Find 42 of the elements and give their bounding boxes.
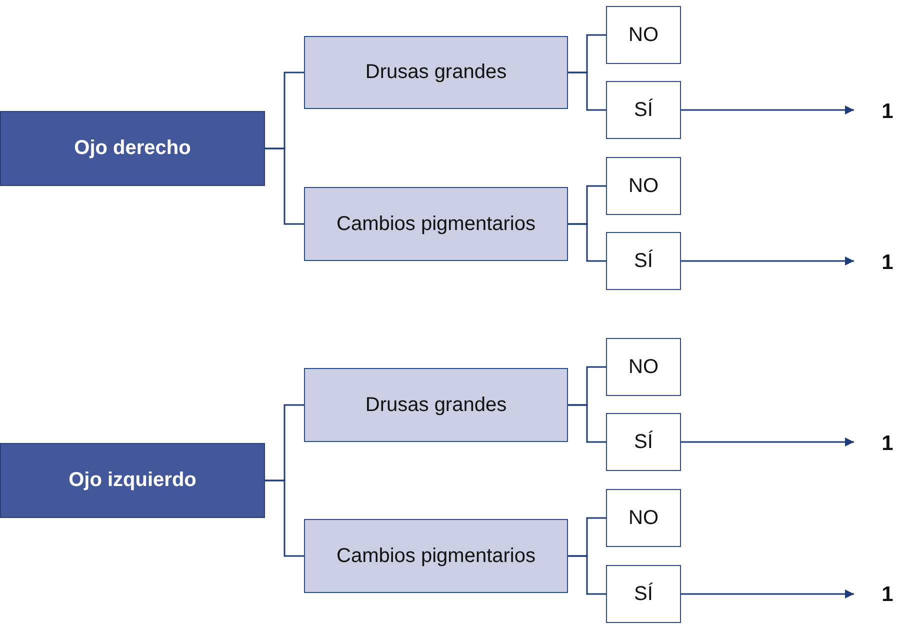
answer-box xyxy=(606,338,681,396)
node-label: NO xyxy=(628,174,658,198)
node-label: 1 xyxy=(882,100,894,124)
arrow xyxy=(681,256,854,266)
eye-box xyxy=(0,443,265,518)
arrow xyxy=(681,106,854,114)
node-label: SÍ xyxy=(634,430,653,454)
node-label: NO xyxy=(628,506,658,530)
node-label: SÍ xyxy=(634,250,653,272)
answer-box xyxy=(606,6,681,64)
answer-box xyxy=(606,81,681,139)
connector-line xyxy=(568,223,606,262)
finding-box xyxy=(304,368,568,442)
answer-box xyxy=(606,489,681,547)
answer-box xyxy=(606,565,681,623)
node-label: Drusas grandes xyxy=(365,61,507,84)
eye-box xyxy=(0,111,265,186)
node-label: NO xyxy=(628,24,658,46)
answer-box xyxy=(606,232,681,290)
node-label: 1 xyxy=(882,432,894,456)
arrow xyxy=(681,590,854,598)
node-label: SÍ xyxy=(634,98,653,122)
node-label: Cambios pigmentarios xyxy=(336,544,536,568)
answer-box xyxy=(606,157,681,215)
arrow xyxy=(681,438,854,446)
connector-line xyxy=(568,404,606,443)
node-label: NO xyxy=(628,356,658,378)
node-label: Cambios pigmentarios xyxy=(336,212,536,236)
node-label: Drusas grandes xyxy=(365,394,507,416)
finding-box xyxy=(304,187,568,261)
finding-box xyxy=(304,36,568,109)
node-label: Ojo derecho xyxy=(74,137,191,160)
node-label: 1 xyxy=(882,251,894,275)
connector-line xyxy=(568,72,606,111)
connector-line xyxy=(265,148,304,225)
node-label: Ojo izquierdo xyxy=(68,469,196,492)
connector-line xyxy=(568,555,606,595)
node-label: 1 xyxy=(882,583,894,607)
connector-line xyxy=(265,480,304,557)
node-label: SÍ xyxy=(634,582,653,606)
answer-box xyxy=(606,413,681,471)
finding-box xyxy=(304,519,568,593)
